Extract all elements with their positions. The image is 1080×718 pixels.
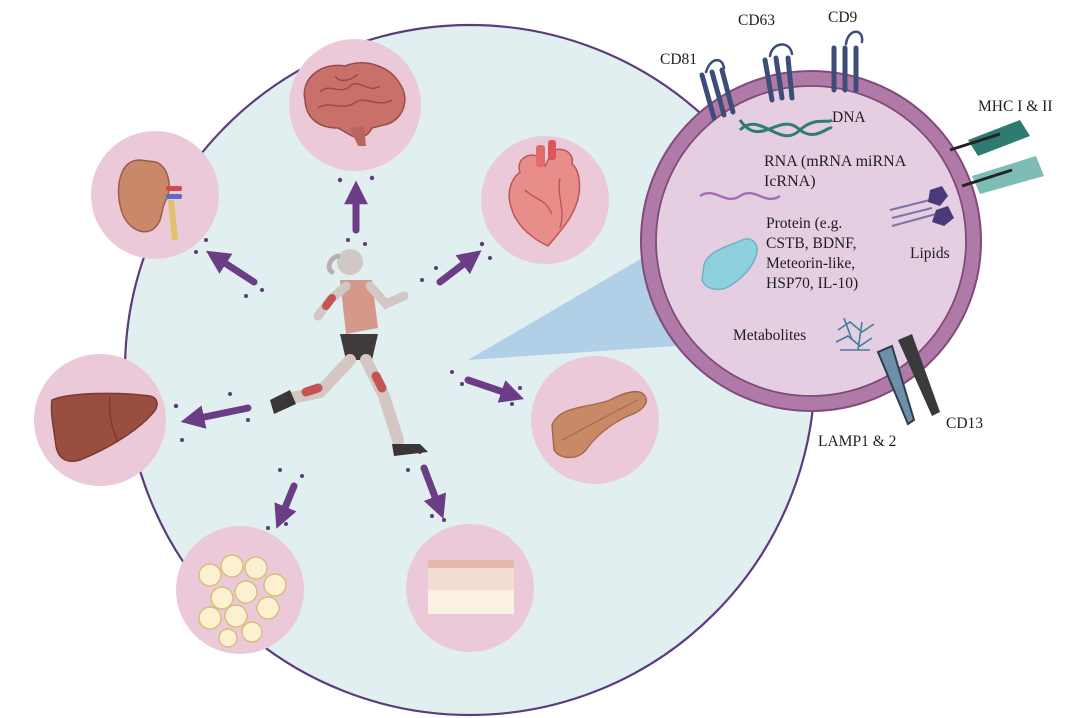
vesicle-dots [173,175,522,530]
arrow-to-liver [180,404,252,429]
cd81-label: CD81 [660,51,697,68]
protein-label-line3: Meteorin-like, [766,255,855,272]
zoom-wedge [468,230,690,360]
cd63-label: CD63 [738,12,775,29]
lipids-label: Lipids [910,245,950,262]
protein-label-line1: Protein (e.g. [766,215,842,232]
lamp-protein-icon [876,344,916,426]
cd9-label: CD9 [828,9,858,26]
cd13-protein-icon [898,334,940,416]
liver-icon [50,392,158,462]
arrow-to-pancreas [464,376,525,403]
arrow-to-adipose [274,482,298,529]
cd9-protein-icon [831,30,864,93]
heart-icon [508,140,581,247]
cd81-protein-icon [699,59,736,121]
brain-icon [303,62,406,146]
rna-label-line2: IcRNA) [764,173,816,190]
protein-label-line4: HSP70, IL-10) [766,275,858,292]
cd63-protein-icon [762,43,795,103]
rna-label-line1: RNA (mRNA miRNA [764,153,907,170]
exosome-vesicle: CD81 CD63 CD9 MHC I & II LAMP1 & 2 CD13 … [640,9,1052,450]
skin-icon [428,560,514,614]
arrow-to-skin [420,464,447,519]
metabolites-label: Metabolites [733,327,806,344]
mhc-protein-icon [949,120,1044,194]
kidney-icon [117,159,182,240]
secretion-arrows [180,180,525,529]
mhc-label: MHC I & II [978,98,1052,115]
lipids-icon [889,186,954,227]
protein-icon [701,238,758,291]
arrow-to-kidney [206,250,258,286]
cd13-label: CD13 [946,415,983,432]
metabolites-icon [835,317,875,351]
protein-label-line2: CSTB, BDNF, [766,235,857,252]
pancreas-icon [551,390,647,459]
dna-icon [738,118,834,138]
lamp-label: LAMP1 & 2 [818,433,896,450]
arrow-to-heart [436,250,482,286]
rna-icon [699,191,781,201]
runner-figure [270,249,428,456]
dna-label: DNA [832,109,866,126]
adipose-tissue-icon [198,554,287,648]
